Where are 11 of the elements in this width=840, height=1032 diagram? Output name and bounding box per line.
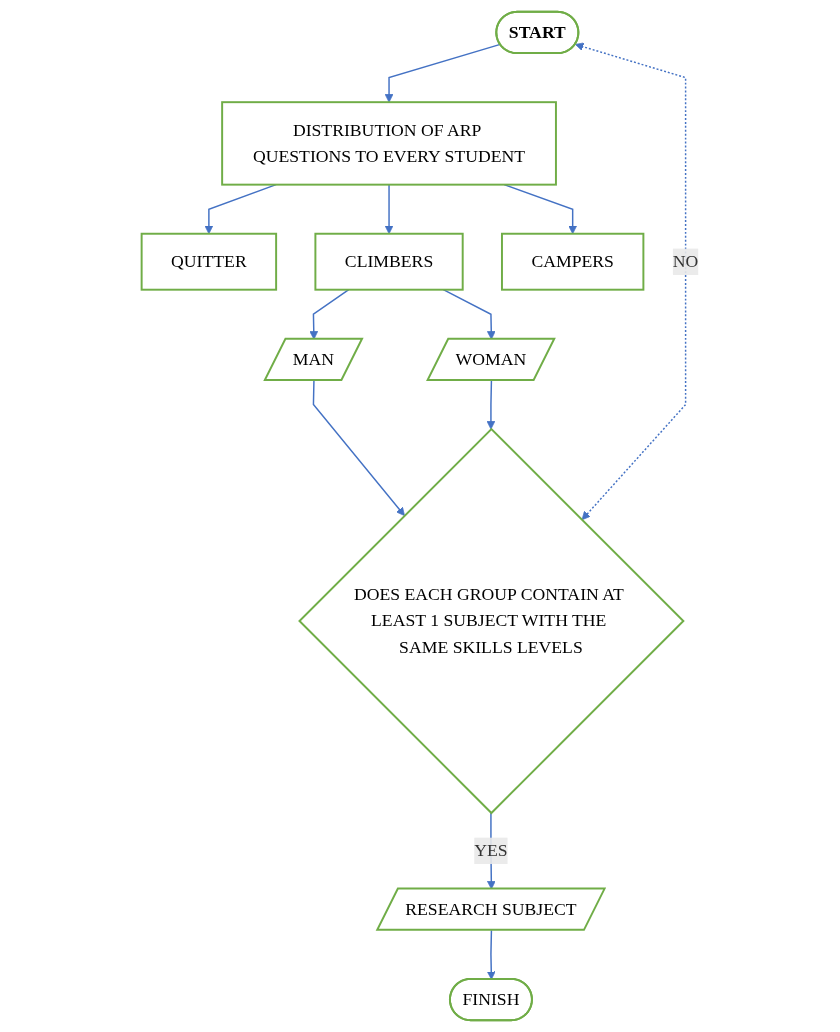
edge-label: YES [474, 840, 508, 861]
node-box: DISTRIBUTION OF ARP QUESTIONS TO EVERY STUDENT [221, 101, 557, 186]
arrow [384, 183, 394, 235]
node-diamond: DOES EACH GROUP CONTAIN AT LEAST 1 SUBJECT WITH THE SAME SKILLS LEVELS [298, 427, 685, 815]
node-box: CAMPERS [500, 232, 645, 291]
node-box: QUITTER [140, 232, 278, 291]
arrow [486, 929, 496, 980]
arrow [384, 43, 501, 103]
node-box: CLIMBERS [314, 232, 464, 291]
arrow [574, 42, 687, 521]
edge-label: NO [672, 251, 699, 272]
